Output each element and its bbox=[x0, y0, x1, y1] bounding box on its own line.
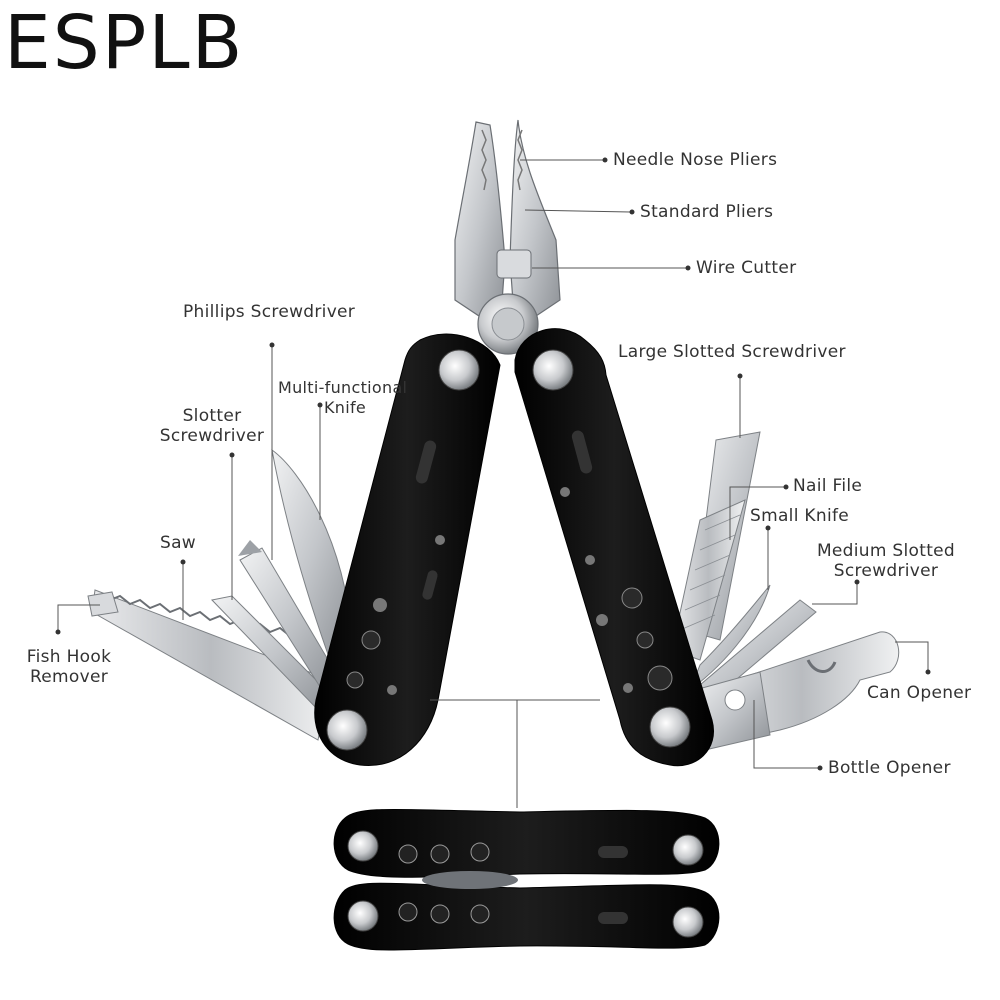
label-bottle-opener: Bottle Opener bbox=[828, 758, 951, 778]
label-multi-functional-knife-line2: Knife bbox=[324, 398, 367, 417]
label-slotter-screwdriver: Slotter Screwdriver bbox=[152, 406, 272, 446]
label-multi-functional-knife: Multi-functional Knife bbox=[278, 378, 407, 418]
right-handle bbox=[514, 328, 714, 767]
folded-tool bbox=[333, 808, 720, 951]
label-slotter-screwdriver-line2: Screwdriver bbox=[159, 426, 265, 446]
label-wire-cutter: Wire Cutter bbox=[696, 258, 797, 278]
label-needle-nose-pliers: Needle Nose Pliers bbox=[613, 150, 778, 170]
label-fish-hook-remover-line1: Fish Hook bbox=[26, 647, 112, 667]
label-fish-hook-remover-line2: Remover bbox=[29, 667, 109, 687]
label-saw: Saw bbox=[160, 533, 197, 553]
plier-jaws bbox=[454, 119, 561, 355]
label-medium-slotted-screwdriver: Medium Slotted Screwdriver bbox=[806, 541, 966, 581]
brand-logo-text: ESPLB bbox=[4, 0, 245, 86]
label-can-opener: Can Opener bbox=[867, 683, 972, 703]
label-multi-functional-knife-line1: Multi-functional bbox=[278, 378, 408, 397]
label-nail-file: Nail File bbox=[793, 476, 863, 496]
label-fish-hook-remover: Fish Hook Remover bbox=[16, 647, 122, 687]
label-large-slotted-screwdriver: Large Slotted Screwdriver bbox=[618, 342, 846, 362]
leader-lines bbox=[57, 159, 929, 808]
left-handle bbox=[314, 333, 501, 767]
leader-dots bbox=[55, 157, 931, 771]
fish-hook-remover-blade bbox=[87, 591, 119, 617]
label-slotter-screwdriver-line1: Slotter bbox=[182, 406, 242, 426]
label-medium-slotted-screwdriver-line2: Screwdriver bbox=[833, 561, 939, 581]
label-small-knife: Small Knife bbox=[750, 506, 850, 526]
label-phillips-screwdriver: Phillips Screwdriver bbox=[183, 302, 356, 322]
label-medium-slotted-screwdriver-line1: Medium Slotted bbox=[816, 541, 956, 561]
label-standard-pliers: Standard Pliers bbox=[640, 202, 774, 222]
